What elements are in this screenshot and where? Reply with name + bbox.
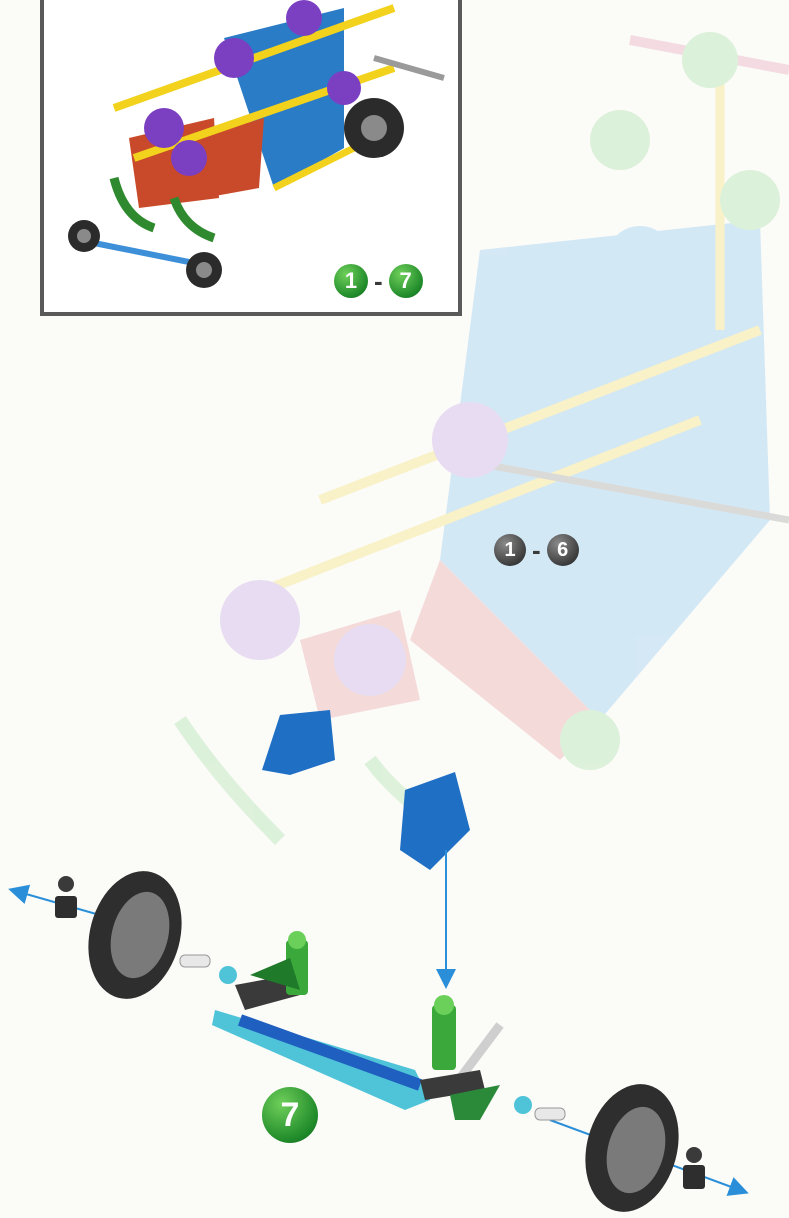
- right-axle-cap-top: [686, 1147, 702, 1163]
- left-axle-cap: [55, 896, 77, 918]
- step-number-badge: 7: [262, 1087, 318, 1143]
- left-green-clip-top: [288, 931, 306, 949]
- right-green-clip-top: [434, 995, 454, 1015]
- blue-connector-right: [400, 772, 470, 870]
- right-axle-bushing: [514, 1096, 532, 1114]
- left-axle-cap-top: [58, 876, 74, 892]
- right-axle-cap: [683, 1165, 705, 1189]
- left-axle-spacer: [180, 955, 210, 967]
- blue-connector-left: [262, 710, 335, 775]
- left-axle-bushing: [219, 966, 237, 984]
- right-axle-spacer: [535, 1108, 565, 1120]
